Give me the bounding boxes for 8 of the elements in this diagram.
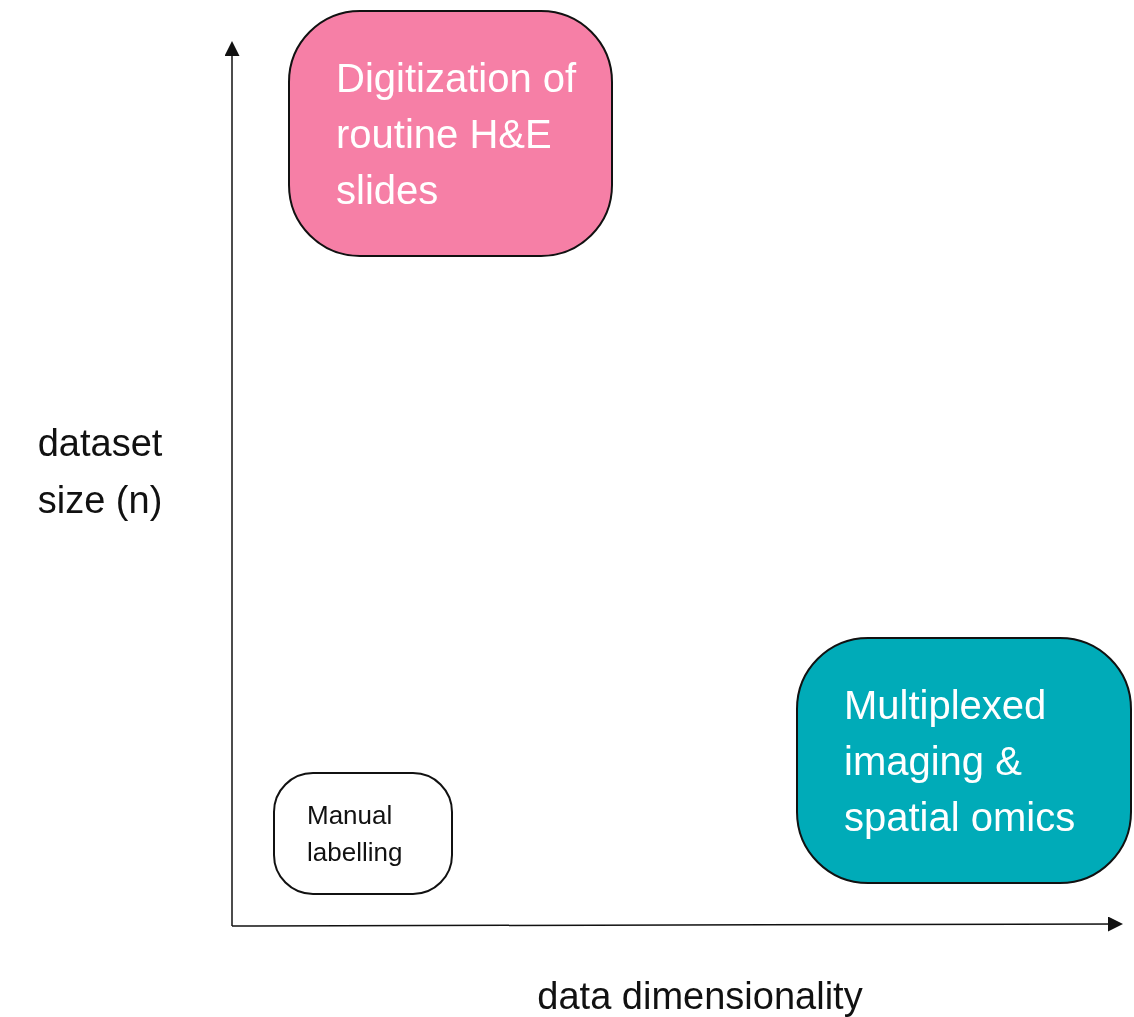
process-box [796, 637, 1132, 884]
box-label: Digitization of routine H&E slides [336, 54, 578, 214]
x-axis-title: data dimensionality [536, 974, 864, 1017]
y-axis-title: dataset size (n) [36, 421, 164, 523]
box-label: Multiplexed imaging & spatial omics [844, 681, 1077, 841]
process-box [288, 10, 613, 257]
box-label: Manual labelling [307, 799, 404, 869]
process-box [273, 772, 453, 895]
